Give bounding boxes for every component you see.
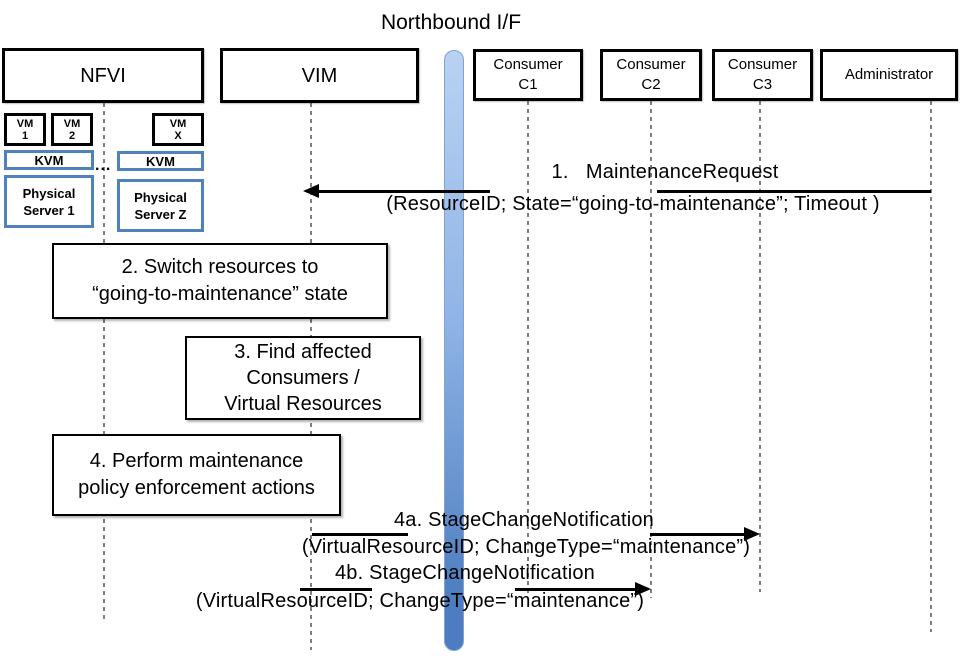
kvm-label-1: KVM [34,152,64,168]
vm1-box: VM 1 [4,113,46,146]
message-4b-params: (VirtualResourceID; ChangeType=“maintena… [195,590,645,612]
actor-label-consumer-c1-line2: C1 [518,76,538,93]
message-4b-arrowhead-icon [635,582,651,596]
message-4a-params: (VirtualResourceID; ChangeType=“maintena… [301,536,751,558]
actor-label-consumer-c3-line2: C3 [752,76,773,93]
activity-4-line2: policy enforcement actions [78,477,315,499]
activity-2-line1: 2. Switch resources to [121,256,319,278]
kvm-box-2: KVM [117,151,204,171]
actor-label-consumer-c2-line2: C2 [641,76,661,93]
vm2-box: VM 2 [51,113,93,146]
vmx-label-line2: X [174,129,182,142]
actor-label-nfvi: NFVI [80,64,126,87]
activity-box-2: 2. Switch resources to “going-to-mainten… [52,243,388,319]
vm2-label-line1: VM [63,117,81,130]
actor-box-administrator: Administrator [820,49,958,101]
actor-label-consumer-c1-line1: Consumer [493,56,563,73]
physical-server-z-label-line1: Physical [134,189,187,205]
message-1-arrow-line-right [657,190,931,193]
actor-box-nfvi: NFVI [2,48,204,103]
physical-server-z-box: Physical Server Z [117,179,204,232]
diagram-title: Northbound I/F [380,11,522,34]
message-4b-arrow-line-left [300,588,372,591]
actor-label-consumer-c2-line1: Consumer [616,56,686,73]
lifeline-nfvi [103,103,105,622]
message-4a-arrow-line-right [650,533,746,536]
vm1-label-line1: VM [16,117,34,130]
kvm-box-1: KVM [4,150,94,170]
actor-box-vim: VIM [220,48,419,103]
vmx-label-line1: VM [169,117,187,130]
actor-label-administrator: Administrator [844,66,934,83]
actor-box-consumer-c1: Consumer C1 [473,49,583,101]
activity-box-4: 4. Perform maintenance policy enforcemen… [52,434,341,516]
lifeline-consumer-c2 [650,101,652,598]
activity-3-line1: 3. Find affected [234,341,372,363]
lifeline-consumer-c3 [759,101,761,592]
message-1-params: (ResourceID; State=“going-to-maintenance… [386,193,880,215]
actor-label-vim: VIM [301,64,338,87]
vm1-label-line2: 1 [21,129,29,142]
vm2-label-line2: 2 [68,129,76,142]
lifeline-administrator [930,101,932,632]
actor-box-consumer-c3: Consumer C3 [712,49,813,101]
physical-server-z-label-line2: Server Z [134,206,187,222]
message-1-arrow-line-left [318,190,490,193]
activity-2-line2: “going-to-maintenance” state [92,283,348,305]
message-1-arrowhead-icon [303,184,319,198]
actor-box-consumer-c2: Consumer C2 [600,49,702,101]
actor-label-consumer-c3-line1: Consumer [727,56,798,73]
message-4b-arrow-line-right [515,588,637,591]
kvm-label-2: KVM [146,153,175,169]
activity-3-line2: Consumers / [246,367,360,389]
vmx-box: VM X [152,113,204,146]
northbound-interface-bar [444,50,464,651]
message-4a-arrowhead-icon [744,527,760,541]
message-4a-arrow-line-left [312,533,408,536]
lifeline-consumer-c1 [527,101,529,593]
message-4b-label: 4b. StageChangeNotification [334,562,596,584]
message-1-label: 1. MaintenanceRequest [551,161,779,183]
activity-3-line3: Virtual Resources [224,393,382,415]
ellipsis-dots: ... [95,157,112,174]
message-4a-label: 4a. StageChangeNotification [393,509,655,531]
physical-server-1-label-line2: Server 1 [23,202,75,218]
physical-server-1-box: Physical Server 1 [4,175,94,228]
activity-4-line1: 4. Perform maintenance [89,450,304,472]
physical-server-1-label-line1: Physical [22,185,76,201]
activity-box-3: 3. Find affected Consumers / Virtual Res… [185,336,421,420]
